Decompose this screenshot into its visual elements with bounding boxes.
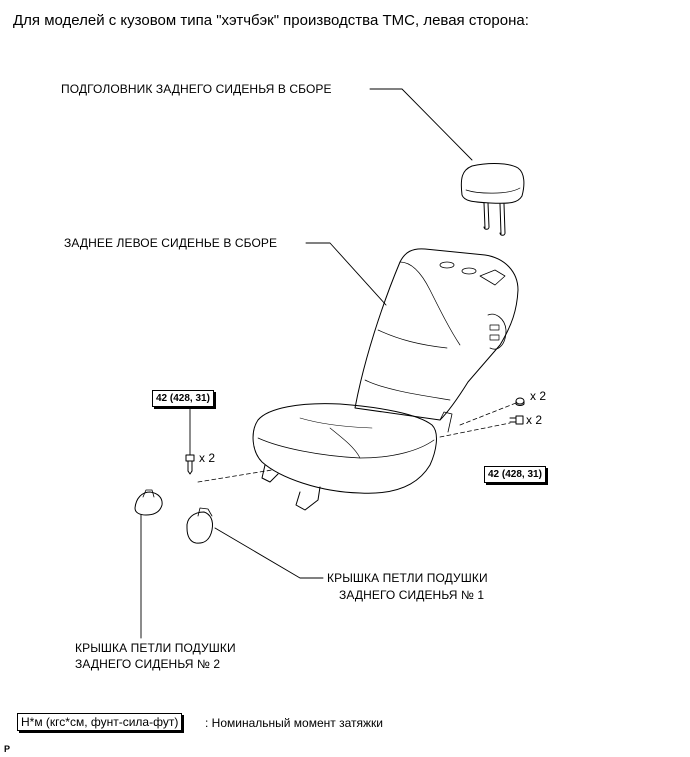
legend-text: : Номинальный момент затяжки [205,716,383,730]
headrest-label: ПОДГОЛОВНИК ЗАДНЕГО СИДЕНЬЯ В СБОРЕ [61,82,332,96]
hinge-cover-2-part [134,489,163,516]
right-bolt-qty: x 2 [526,413,543,427]
headrest-part [460,163,525,236]
cover-1-label-line2: ЗАДНЕГО СИДЕНЬЯ № 1 [339,588,485,602]
torque-spec-right: 42 (428, 31) [484,466,546,483]
left-bolt-qty: x 2 [199,451,216,465]
right-nut-part [515,397,525,406]
seat-label: ЗАДНЕЕ ЛЕВОЕ СИДЕНЬЕ В СБОРЕ [64,236,278,250]
torque-spec-left: 42 (428, 31) [152,390,214,407]
bolt-dash-lines [197,402,517,483]
figure-code: P [4,744,11,754]
cover-2-label-line2: ЗАДНЕГО СИДЕНЬЯ № 2 [75,657,221,671]
cover-1-label-line1: КРЫШКА ПЕТЛИ ПОДУШКИ [327,571,488,585]
cover-2-label-line1: КРЫШКА ПЕТЛИ ПОДУШКИ [75,641,236,655]
left-bolt-part [185,454,195,475]
seat-part [252,248,519,511]
right-nut-qty: x 2 [530,389,547,403]
right-bolt-part [509,415,524,425]
leader-lines [140,88,473,639]
hinge-cover-1-part [186,507,213,544]
header-note: Для моделей с кузовом типа "хэтчбэк" про… [13,12,529,29]
legend-unit-box: Н*м (кгс*см, фунт-сила-фут) [17,713,183,731]
